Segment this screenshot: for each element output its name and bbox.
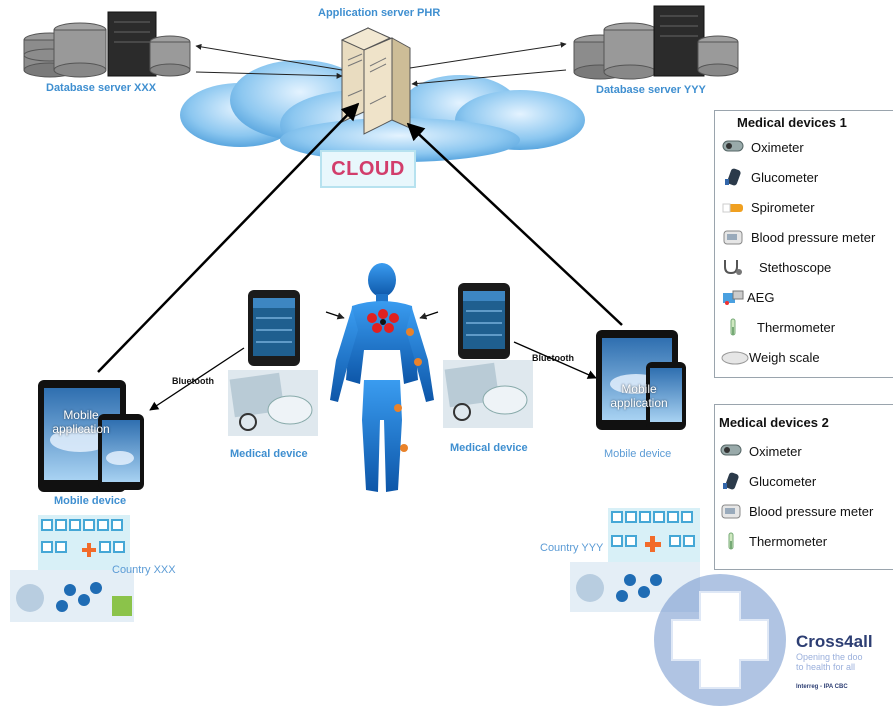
blood-pressure-icon — [719, 501, 743, 521]
hospital-left-icon — [10, 515, 134, 622]
human-body-figure — [325, 263, 439, 492]
legend1-item: Stethoscope — [721, 252, 893, 282]
legend1-item: AEG — [721, 282, 893, 312]
arrow-left-mobile-to-server — [97, 102, 360, 373]
bluetooth-arrow-right — [513, 341, 597, 379]
aeg-icon — [721, 287, 745, 307]
glucometer-icon — [721, 167, 745, 187]
server-connection-arrows — [195, 41, 567, 87]
legend2-item: Oximeter — [719, 436, 893, 466]
thermometer-icon — [721, 317, 745, 337]
logo-footer: Interreg - IPA CBC — [796, 684, 848, 690]
mobile-device-left-icon — [38, 380, 144, 492]
database-server-right-icon — [573, 5, 739, 80]
application-server-icon — [340, 27, 411, 135]
legend-medical-devices-1: Medical devices 1 Oximeter Glucometer Sp… — [714, 110, 893, 378]
medical-device-left-photo — [228, 370, 318, 436]
database-server-right-label: Database server YYY — [596, 84, 706, 96]
legend2-item: Glucometer — [719, 466, 893, 496]
database-server-left-label: Database server XXX — [46, 82, 157, 94]
thermometer-icon — [719, 531, 743, 551]
logo-title: Cross4all — [796, 632, 873, 651]
bluetooth-arrow-left — [149, 347, 245, 411]
legend1-item: Thermometer — [721, 312, 893, 342]
mobile-left-screen-label: Mobile application — [52, 408, 110, 436]
bluetooth-left-label: Bluetooth — [172, 376, 214, 386]
legend1-item: Weigh scale — [721, 342, 893, 372]
mobile-left-caption: Mobile device — [54, 495, 127, 507]
country-right-label: Country YYY — [540, 542, 604, 554]
logo-subtitle-2: to health for all — [796, 662, 856, 672]
oximeter-icon — [719, 441, 743, 461]
mobile-right-caption: Mobile device — [604, 448, 672, 460]
legend2-item: Blood pressure meter — [719, 496, 893, 526]
legend2-title: Medical devices 2 — [719, 415, 829, 430]
legend1-item: Spirometer — [721, 192, 893, 222]
legend1-title: Medical devices 1 — [737, 115, 847, 130]
cross4all-logo-graphic — [654, 574, 786, 706]
blood-pressure-icon — [721, 227, 745, 247]
legend1-item: Blood pressure meter — [721, 222, 893, 252]
legend2-item: Thermometer — [719, 526, 893, 556]
legend1-item: Oximeter — [721, 132, 893, 162]
arrow-right-mobile-to-server — [406, 122, 623, 326]
medical-device-right-photo — [443, 360, 533, 428]
bluetooth-right-label: Bluetooth — [532, 353, 574, 363]
glucometer-icon — [719, 471, 743, 491]
legend1-item: Glucometer — [721, 162, 893, 192]
cloud-label: CLOUD — [320, 150, 416, 188]
country-left-label: Country XXX — [112, 564, 176, 576]
database-server-left-icon — [23, 11, 191, 78]
application-server-label: Application server PHR — [318, 7, 441, 19]
mobile-right-screen-label: Mobile application — [610, 382, 668, 410]
logo-subtitle-1: Opening the doo — [796, 652, 863, 662]
stethoscope-icon — [721, 257, 745, 277]
medical-device-right-phone-icon — [458, 283, 510, 359]
legend-medical-devices-2: Medical devices 2 Oximeter Glucometer Bl… — [714, 404, 893, 570]
oximeter-icon — [721, 137, 745, 157]
weigh-scale-icon — [721, 347, 749, 367]
medical-device-left-phone-icon — [248, 290, 300, 366]
mobile-device-right-icon — [596, 330, 686, 430]
medical-device-right-label: Medical device — [450, 442, 528, 454]
medical-device-left-label: Medical device — [230, 448, 308, 460]
spirometer-icon — [721, 197, 745, 217]
